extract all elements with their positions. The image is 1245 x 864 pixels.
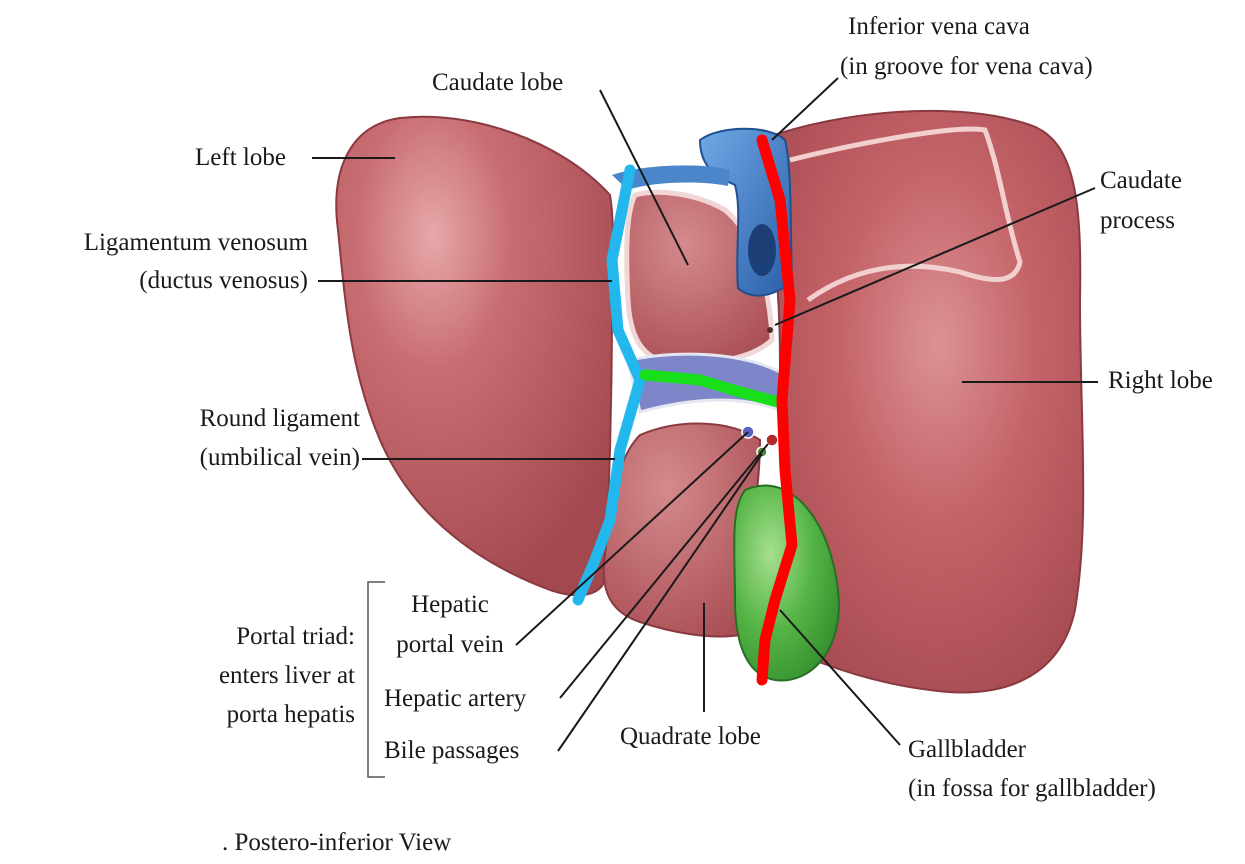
- label-gallbladder: Gallbladder: [908, 735, 1026, 765]
- caudate-process-dot: [767, 327, 773, 333]
- label-caudate-process-sub: process: [1100, 206, 1175, 236]
- ivc-opening: [748, 224, 776, 276]
- label-right-lobe: Right lobe: [1108, 366, 1213, 396]
- label-caudate-lobe: Caudate lobe: [432, 68, 563, 98]
- label-ligamentum-venosum-sub: (ductus venosus): [12, 266, 308, 296]
- label-bile-passages: Bile passages: [384, 736, 519, 766]
- label-hepatic-portal-vein: Hepatic: [380, 590, 520, 620]
- label-gallbladder-sub: (in fossa for gallbladder): [908, 774, 1156, 804]
- label-inferior-vena-cava: Inferior vena cava: [848, 12, 1030, 42]
- label-hepatic-artery: Hepatic artery: [384, 684, 526, 714]
- view-caption: . Postero-inferior View: [222, 828, 451, 858]
- left-lobe-shape: [336, 117, 613, 595]
- label-round-ligament-sub: (umbilical vein): [60, 443, 360, 473]
- label-portal-triad: Portal triad:: [140, 622, 355, 652]
- label-quadrate-lobe: Quadrate lobe: [620, 722, 761, 752]
- label-hepatic-portal-vein-sub: portal vein: [380, 630, 520, 660]
- label-portal-triad-sub: enters liver at: [140, 661, 355, 691]
- label-left-lobe: Left lobe: [195, 143, 286, 173]
- label-caudate-process: Caudate: [1100, 166, 1182, 196]
- label-ligamentum-venosum: Ligamentum venosum: [12, 228, 308, 258]
- label-portal-triad-sub2: porta hepatis: [140, 700, 355, 730]
- label-round-ligament: Round ligament: [60, 404, 360, 434]
- label-inferior-vena-cava-sub: (in groove for vena cava): [840, 52, 1093, 82]
